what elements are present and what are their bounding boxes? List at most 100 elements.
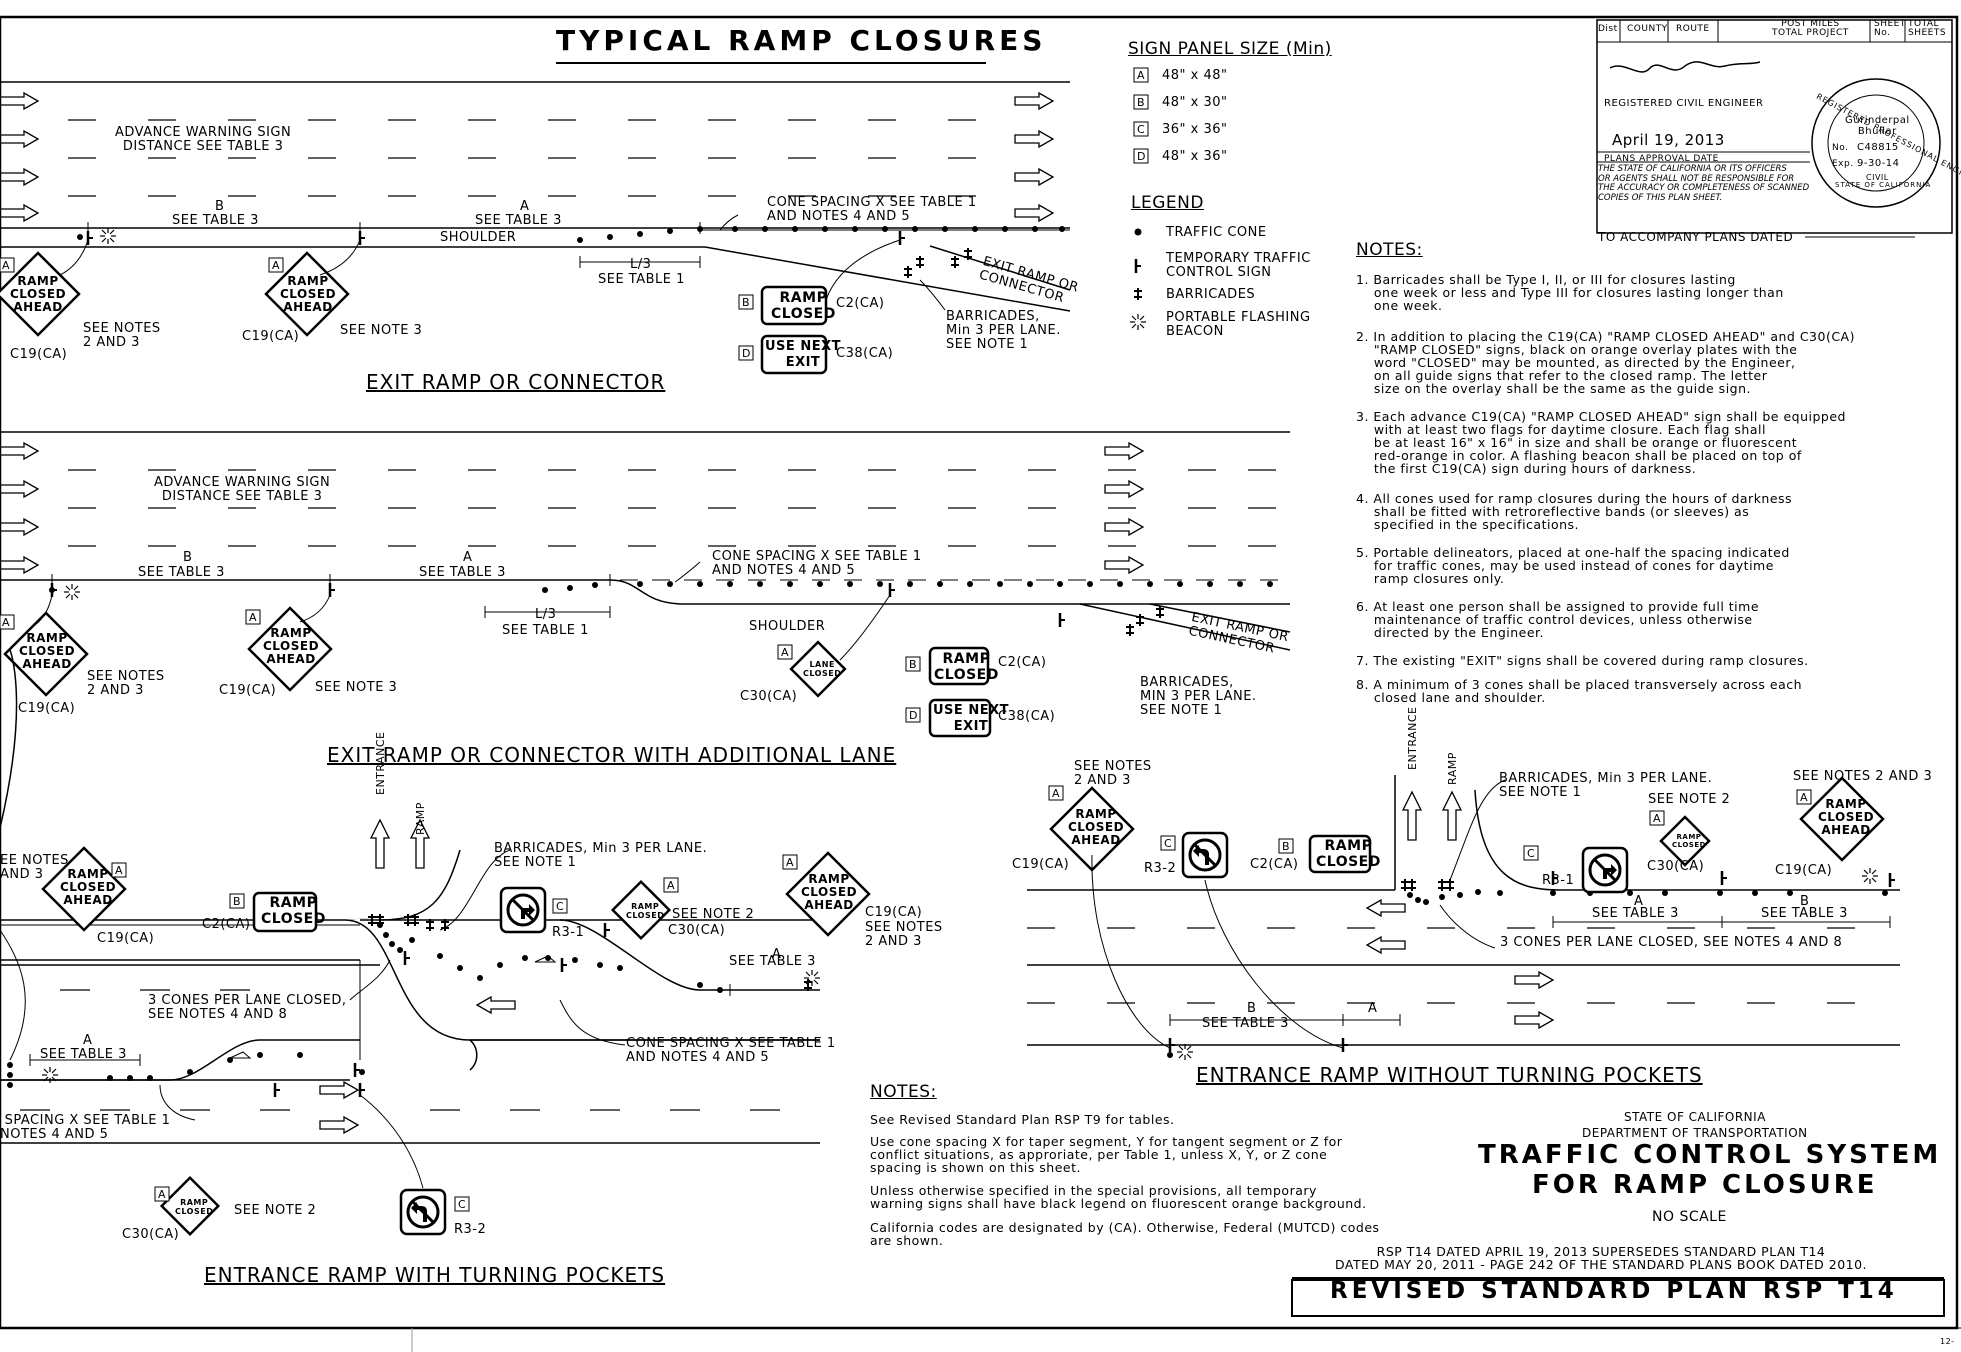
sign-ramp-closed bbox=[252, 891, 318, 933]
diagram-exit-ramp-additional-lane bbox=[0, 431, 1291, 738]
sign-panel-tag: B bbox=[1282, 840, 1291, 853]
sign-panel-tag: A bbox=[249, 611, 258, 624]
sign-code-label: C19(CA) bbox=[865, 905, 923, 920]
sign-panel-size: 36" x 36" bbox=[1162, 122, 1228, 137]
sign-code-label: R3-2 bbox=[454, 1222, 487, 1237]
sign-panel-tag: A bbox=[2, 616, 11, 629]
engineer-seal bbox=[1811, 78, 1941, 208]
sign-panel-tag: C bbox=[1527, 847, 1536, 860]
sign-panel-tag: D bbox=[909, 709, 918, 722]
sign-panel-tag: A bbox=[1052, 787, 1061, 800]
sign-panel-code: A bbox=[1137, 69, 1146, 82]
sign-text: RAMP CLOSED bbox=[261, 895, 326, 927]
seal-expiry: 9-30-14 bbox=[1857, 158, 1900, 169]
sign-code-label: C19(CA) bbox=[242, 329, 300, 344]
sign-text: RAMP CLOSED bbox=[934, 651, 999, 683]
sign-panel-tag: B bbox=[909, 658, 918, 671]
main-title: TYPICAL RAMP CLOSURES bbox=[556, 24, 1047, 57]
dim-label: B bbox=[1247, 1001, 1257, 1016]
sign-code-label: R3-2 bbox=[1144, 861, 1177, 876]
dim-label: L/3 bbox=[630, 257, 652, 272]
dim-label: SEE TABLE 3 bbox=[1202, 1016, 1289, 1031]
sign-text: RAMP CLOSED bbox=[1672, 833, 1706, 849]
dim-label: SEE TABLE 3 bbox=[1761, 906, 1848, 921]
sign-panel-code: B bbox=[1137, 96, 1146, 109]
sign-ramp-closed-ahead bbox=[785, 851, 871, 937]
sign-code-label: C19(CA) bbox=[1012, 857, 1070, 872]
barricade-icon bbox=[1133, 287, 1143, 301]
diagram-title: EXIT RAMP OR CONNECTOR bbox=[366, 370, 666, 394]
general-note-2: Use cone spacing X for taper segment, Y … bbox=[870, 1134, 1343, 1175]
diagram-title: ENTRANCE RAMP WITH TURNING POCKETS bbox=[204, 1263, 666, 1287]
note-7: 7. The existing "EXIT" signs shall be co… bbox=[1356, 653, 1809, 668]
entrance-label: ENTRANCE bbox=[1406, 706, 1419, 770]
barricades-label: BARRICADES, Min 3 PER LANE. SEE NOTE 1 bbox=[1499, 771, 1713, 800]
shoulder-label: SHOULDER bbox=[440, 230, 517, 245]
sign-ramp-closed-ahead bbox=[3, 611, 89, 697]
see-notes-label: SEE NOTES 2 AND 3 bbox=[83, 321, 161, 350]
dim-label: SEE TABLE 3 bbox=[172, 213, 259, 228]
disclaimer: THE STATE OF CALIFORNIA OR ITS OFFICERS … bbox=[1598, 164, 1810, 203]
see-notes-label: EE NOTES AND 3 bbox=[0, 853, 69, 882]
sign-panel-tag: A bbox=[158, 1188, 167, 1201]
see-notes-label: SEE NOTES 2 AND 3 bbox=[865, 920, 943, 949]
sign-ramp-closed-ahead bbox=[41, 846, 127, 932]
sign-text: RAMP CLOSED AHEAD bbox=[60, 867, 117, 907]
sign-panel-table bbox=[1133, 67, 1149, 164]
sign-panel-code: D bbox=[1137, 150, 1146, 163]
advance-warning-label: ADVANCE WARNING SIGN DISTANCE SEE TABLE … bbox=[115, 125, 292, 154]
see-note-label: SEE NOTE 2 bbox=[234, 1203, 317, 1218]
cones-closed-label: 3 CONES PER LANE CLOSED, SEE NOTES 4 AND… bbox=[1500, 935, 1843, 950]
sign-text: RAMP CLOSED AHEAD bbox=[19, 631, 76, 671]
plan-id: REVISED STANDARD PLAN RSP T14 bbox=[1330, 1278, 1898, 1304]
legend-label: BARRICADES bbox=[1166, 287, 1256, 302]
sign-ramp-closed-ahead bbox=[1799, 776, 1885, 862]
sign-ramp-closed bbox=[760, 285, 828, 326]
sign-use-next-exit bbox=[760, 334, 828, 375]
sign-code-label: C2(CA) bbox=[1250, 857, 1299, 872]
sign-panel-tag: A bbox=[115, 864, 124, 877]
dim-label: B bbox=[1800, 894, 1810, 909]
sign-ramp-closed bbox=[1308, 834, 1372, 874]
sign-text: USE NEXT EXIT bbox=[765, 339, 841, 370]
sign-ramp-closed-ahead bbox=[1049, 786, 1135, 872]
sign-code-label: C38(CA) bbox=[836, 346, 894, 361]
barricades-label: BARRICADES, Min 3 PER LANE. SEE NOTE 1 bbox=[494, 841, 708, 870]
sign-ramp-closed bbox=[610, 879, 672, 941]
sign-panel-tag: A bbox=[667, 879, 676, 892]
sign-code-label: C38(CA) bbox=[998, 709, 1056, 724]
engineer-label: REGISTERED CIVIL ENGINEER bbox=[1604, 98, 1764, 109]
sign-text: RAMP CLOSED AHEAD bbox=[1818, 797, 1875, 837]
plan-title-2: FOR RAMP CLOSURE bbox=[1532, 1170, 1878, 1200]
tb-header: Dist bbox=[1598, 24, 1618, 34]
see-notes-label: SEE NOTES 2 AND 3 bbox=[1793, 769, 1933, 784]
sign-text: RAMP CLOSED AHEAD bbox=[280, 274, 337, 314]
sign-panel-tag: B bbox=[742, 296, 751, 309]
note-8: 8. A minimum of 3 cones shall be placed … bbox=[1356, 677, 1803, 705]
general-notes-title: NOTES: bbox=[870, 1082, 937, 1102]
approval-label: PLANS APPROVAL DATE bbox=[1604, 154, 1719, 164]
ramp-label: RAMP bbox=[1446, 752, 1459, 785]
sign-code-label: C19(CA) bbox=[219, 683, 277, 698]
note-2: 2. In addition to placing the C19(CA) "R… bbox=[1356, 329, 1855, 396]
note-3: 3. Each advance C19(CA) "RAMP CLOSED AHE… bbox=[1356, 409, 1846, 476]
sign-lane-closed bbox=[789, 640, 847, 698]
sign-code-label: C30(CA) bbox=[122, 1227, 180, 1242]
sign-text: RAMP CLOSED bbox=[771, 290, 836, 322]
sign-text: USE NEXT EXIT bbox=[933, 703, 1009, 734]
sign-code-label: C30(CA) bbox=[1647, 859, 1705, 874]
sign-panel-size: 48" x 30" bbox=[1162, 95, 1228, 110]
entrance-label: ENTRANCE bbox=[374, 731, 387, 795]
note-1: 1. Barricades shall be Type I, II, or II… bbox=[1356, 272, 1784, 313]
legend-label: TRAFFIC CONE bbox=[1166, 225, 1267, 240]
sign-ramp-closed-ahead bbox=[264, 251, 350, 337]
engineer-signature bbox=[1609, 61, 1761, 73]
advance-warning-label: ADVANCE WARNING SIGN DISTANCE SEE TABLE … bbox=[154, 475, 331, 504]
dim-label: SEE TABLE 3 bbox=[475, 213, 562, 228]
barricades-label: BARRICADES, MIN 3 PER LANE. SEE NOTE 1 bbox=[1140, 675, 1257, 718]
sign-text: RAMP CLOSED AHEAD bbox=[1068, 807, 1125, 847]
general-note-4: California codes are designated by (CA).… bbox=[870, 1220, 1380, 1248]
sign-code-label: C2(CA) bbox=[202, 917, 251, 932]
note-6: 6. At least one person shall be assigned… bbox=[1356, 599, 1760, 640]
diagram-exit-ramp bbox=[0, 81, 1071, 375]
